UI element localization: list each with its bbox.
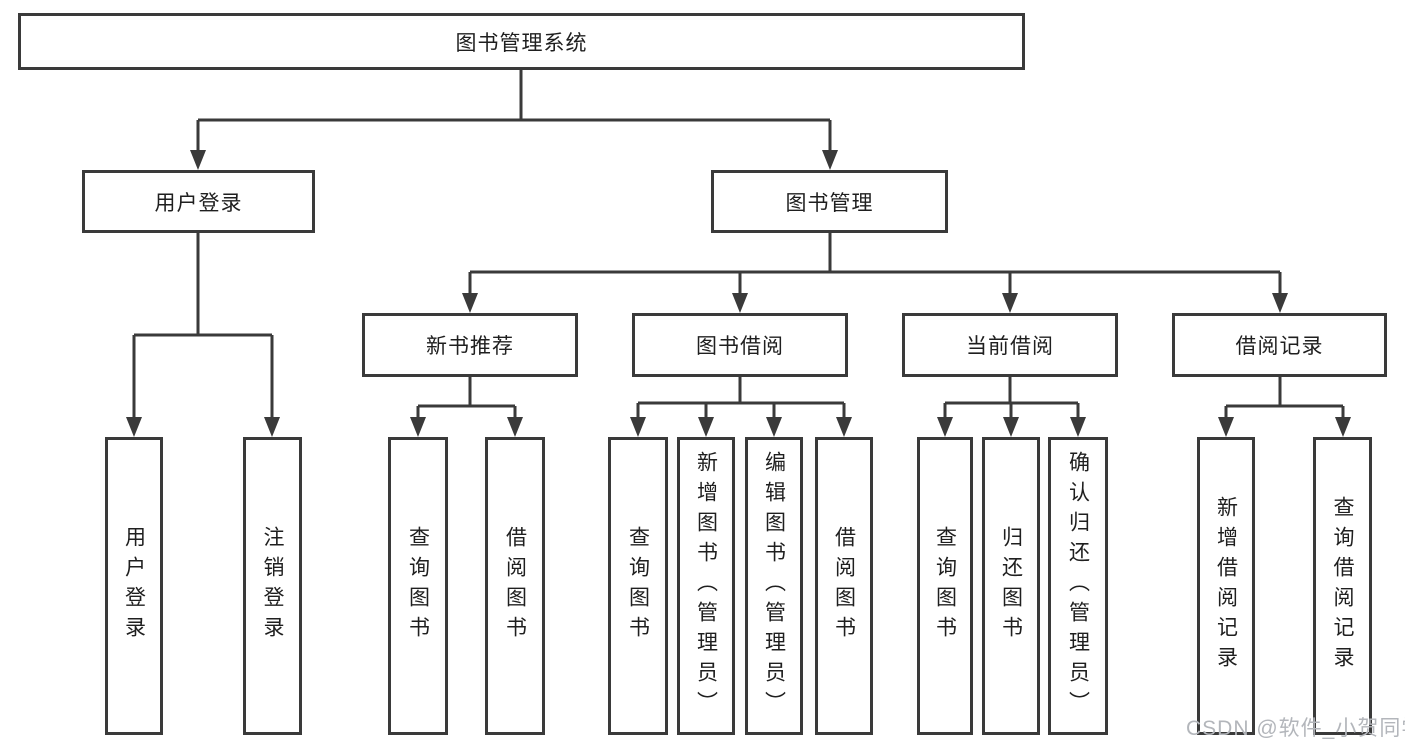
leaf-confirm-return-admin-label: 确认归还（管理员） xyxy=(1066,451,1090,721)
node-borrow-records: 借阅记录 xyxy=(1172,313,1387,377)
node-book-management-label: 图书管理 xyxy=(785,191,874,215)
leaf-query-borrow-record: 查询借阅记录 xyxy=(1313,437,1372,735)
leaf-logout-label: 注销登录 xyxy=(261,526,284,646)
leaf-borrow-books: 借阅图书 xyxy=(815,437,873,735)
leaf-query-books-borrow: 查询图书 xyxy=(608,437,668,735)
leaf-edit-books-admin-label: 编辑图书（管理员） xyxy=(762,451,786,721)
node-current-borrow: 当前借阅 xyxy=(902,313,1118,377)
leaf-edit-books-admin: 编辑图书（管理员） xyxy=(745,437,803,735)
leaf-add-borrow-record-label: 新增借阅记录 xyxy=(1214,496,1238,676)
leaf-return-books: 归还图书 xyxy=(982,437,1040,735)
leaf-query-books-current-label: 查询图书 xyxy=(933,526,957,646)
leaf-add-books-admin: 新增图书（管理员） xyxy=(677,437,735,735)
leaf-add-books-admin-label: 新增图书（管理员） xyxy=(694,451,718,721)
leaf-query-borrow-record-label: 查询借阅记录 xyxy=(1331,496,1354,676)
leaf-query-books-current: 查询图书 xyxy=(917,437,973,735)
leaf-borrow-books-label: 借阅图书 xyxy=(832,526,856,646)
node-book-borrow-label: 图书借阅 xyxy=(696,335,784,358)
node-root-system-label: 图书管理系统 xyxy=(455,31,588,55)
leaf-logout: 注销登录 xyxy=(243,437,302,735)
leaf-query-books-borrow-label: 查询图书 xyxy=(626,526,650,646)
node-new-book-recommend-label: 新书推荐 xyxy=(426,335,514,358)
node-book-management: 图书管理 xyxy=(711,170,948,233)
leaf-query-books-recommend-label: 查询图书 xyxy=(406,526,430,646)
leaf-borrow-books-recommend-label: 借阅图书 xyxy=(503,526,527,646)
node-borrow-records-label: 借阅记录 xyxy=(1235,335,1324,358)
node-user-login-label: 用户登录 xyxy=(154,191,243,215)
node-current-borrow-label: 当前借阅 xyxy=(966,335,1054,358)
node-root-system: 图书管理系统 xyxy=(18,13,1025,70)
csdn-watermark: CSDN @软件_小贺同学 xyxy=(1186,717,1405,740)
node-new-book-recommend: 新书推荐 xyxy=(362,313,578,377)
leaf-user-login: 用户登录 xyxy=(105,437,163,735)
leaf-return-books-label: 归还图书 xyxy=(999,526,1023,646)
node-book-borrow: 图书借阅 xyxy=(632,313,848,377)
leaf-add-borrow-record: 新增借阅记录 xyxy=(1197,437,1255,735)
leaf-borrow-books-recommend: 借阅图书 xyxy=(485,437,545,735)
leaf-query-books-recommend: 查询图书 xyxy=(388,437,448,735)
leaf-confirm-return-admin: 确认归还（管理员） xyxy=(1048,437,1108,735)
node-user-login: 用户登录 xyxy=(82,170,315,233)
leaf-user-login-label: 用户登录 xyxy=(122,526,146,646)
